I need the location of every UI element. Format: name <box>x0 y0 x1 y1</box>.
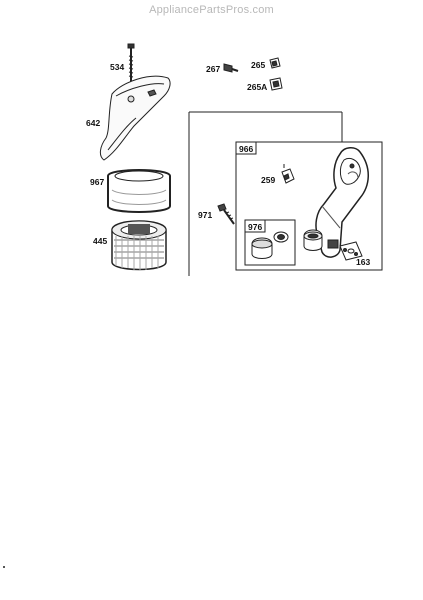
label-976: 976 <box>248 222 263 232</box>
tag-966 <box>235 141 257 155</box>
scan-mark <box>3 566 5 568</box>
nut-265A <box>269 77 283 91</box>
label-445: 445 <box>93 236 108 246</box>
label-259: 259 <box>261 175 276 185</box>
bolt-534 <box>127 43 135 84</box>
label-265: 265 <box>251 60 266 70</box>
label-642: 642 <box>86 118 101 128</box>
screw-971 <box>217 203 235 225</box>
base-assembly <box>303 147 369 258</box>
reference-bracket <box>188 111 343 276</box>
gasket-163 <box>339 241 363 261</box>
label-534: 534 <box>110 62 125 72</box>
precleaner-967 <box>107 169 171 213</box>
clip-259 <box>281 164 295 184</box>
filter-445 <box>111 220 167 271</box>
label-265A: 265A <box>247 82 268 92</box>
screw-267 <box>223 63 239 73</box>
label-967: 967 <box>90 177 105 187</box>
label-163: 163 <box>356 257 371 267</box>
label-966: 966 <box>239 144 254 154</box>
tag-976 <box>244 219 266 233</box>
box-976 <box>244 219 296 266</box>
cover-642 <box>99 75 171 161</box>
label-971: 971 <box>198 210 213 220</box>
adapter-976 <box>251 231 289 259</box>
site-watermark: AppliancePartsPros.com <box>149 4 274 16</box>
label-267: 267 <box>206 64 221 74</box>
nut-265 <box>269 57 281 69</box>
box-966 <box>235 141 383 271</box>
